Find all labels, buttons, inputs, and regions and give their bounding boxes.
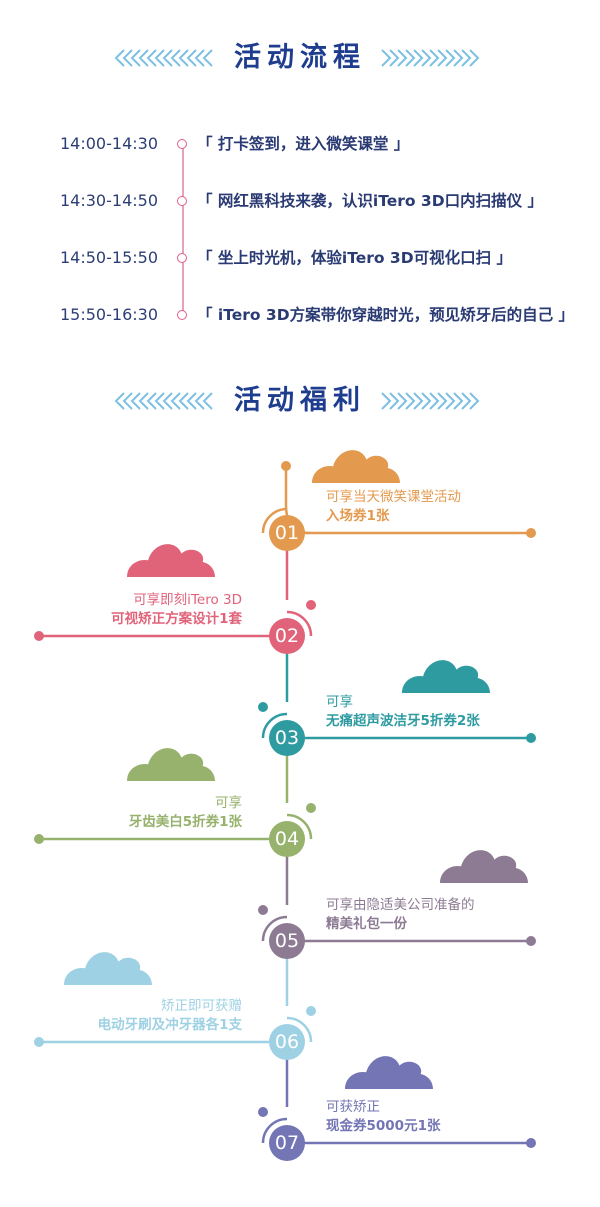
benefit-number-badge: 07 <box>269 1125 305 1161</box>
cloud-decoration <box>127 544 215 577</box>
chevron-left-decoration <box>114 49 213 67</box>
benefit-line-1: 可享由隐适美公司准备的 <box>326 897 475 913</box>
benefit-line-1: 可享 <box>215 795 242 811</box>
schedule-text: 「 坐上时光机，体验iTero 3D可视化口扫 」 <box>197 249 512 267</box>
schedule-time: 14:30-14:50 <box>60 191 158 210</box>
benefit-line-2: 可视矫正方案设计1套 <box>111 611 242 627</box>
cloud-decoration <box>312 450 400 483</box>
benefit-line-1: 可享即刻iTero 3D <box>133 592 242 608</box>
benefit-line-2: 精美礼包一份 <box>326 916 407 932</box>
connector-dot <box>306 803 316 813</box>
benefit-number-badge: 06 <box>269 1024 305 1060</box>
cloud-decoration <box>402 660 490 693</box>
arm-end-dot <box>526 528 536 538</box>
connector-dot <box>258 905 268 915</box>
schedule-text: 「 打卡签到，进入微笑课堂 」 <box>197 135 410 153</box>
connector-dot <box>258 1107 268 1117</box>
benefit-line-2: 入场券1张 <box>326 508 390 524</box>
schedule-time: 14:50-15:50 <box>60 248 158 267</box>
schedule-text: 「 iTero 3D方案带你穿越时光，预见矫牙后的自己 」 <box>197 306 574 324</box>
chevron-right-decoration <box>381 49 480 67</box>
benefit-line-1: 可享 <box>326 694 353 710</box>
connector-dot <box>306 600 316 610</box>
connector-dot <box>258 702 268 712</box>
cloud-decoration <box>64 952 152 985</box>
benefit-number-badge: 02 <box>269 618 305 654</box>
benefit-line-2: 牙齿美白5折券1张 <box>128 814 242 830</box>
chevron-right-decoration <box>381 392 480 410</box>
benefit-number-badge: 04 <box>269 821 305 857</box>
schedule-time: 14:00-14:30 <box>60 134 158 153</box>
benefit-line-2: 无痛超声波洁牙5折券2张 <box>326 713 480 729</box>
benefit-line-1: 矫正即可获赠 <box>161 998 242 1014</box>
benefit-line-1: 可获矫正 <box>326 1099 380 1115</box>
benefit-line-1: 可享当天微笑课堂活动 <box>326 489 461 505</box>
benefit-line-2: 现金券5000元1张 <box>326 1118 441 1134</box>
benefit-number-badge: 03 <box>269 720 305 756</box>
arm-end-dot <box>526 1138 536 1148</box>
circle-arc <box>286 813 313 840</box>
benefits-title: 活动福利 <box>234 385 366 416</box>
timeline-dot <box>177 310 187 320</box>
arm-end-dot <box>34 631 44 641</box>
timeline-dot <box>177 196 187 206</box>
circle-arc <box>261 507 288 534</box>
schedule-timeline-line <box>182 142 184 315</box>
schedule-text: 「 网红黑科技来袭，认识iTero 3D口内扫描仪 」 <box>197 192 543 210</box>
circle-arc <box>261 1117 288 1144</box>
connector-dot <box>306 1006 316 1016</box>
chevron-left-decoration <box>114 392 213 410</box>
benefit-text: 可享当天微笑课堂活动入场券1张 <box>326 488 461 526</box>
benefit-text: 可享无痛超声波洁牙5折券2张 <box>326 693 480 731</box>
benefit-text: 可享即刻iTero 3D 可视矫正方案设计1套 <box>111 591 242 629</box>
arm-end-dot <box>526 936 536 946</box>
cloud-decoration <box>440 850 528 883</box>
benefit-text: 矫正即可获赠电动牙刷及冲牙器各1支 <box>98 997 242 1035</box>
benefit-number-badge: 01 <box>269 515 305 551</box>
benefits-timeline <box>34 450 536 1148</box>
schedule-title: 活动流程 <box>234 42 366 73</box>
benefit-text: 可享牙齿美白5折券1张 <box>129 794 242 832</box>
arm-end-dot <box>34 1037 44 1047</box>
timeline-dot <box>177 139 187 149</box>
benefit-number-badge: 05 <box>269 923 305 959</box>
arm-end-dot <box>526 733 536 743</box>
circle-arc <box>286 1016 313 1043</box>
schedule-time: 15:50-16:30 <box>60 305 158 324</box>
circle-arc <box>261 915 288 942</box>
circle-arc <box>261 712 288 739</box>
cloud-decoration <box>345 1056 433 1089</box>
benefit-line-2: 电动牙刷及冲牙器各1支 <box>97 1017 242 1033</box>
timeline-dot <box>177 253 187 263</box>
circle-arc <box>286 610 313 637</box>
benefit-text: 可获矫正现金券5000元1张 <box>326 1098 440 1136</box>
benefits-header: 活动福利 <box>0 381 600 421</box>
cloud-decoration <box>127 748 215 781</box>
schedule-header: 活动流程 <box>0 38 600 78</box>
arm-end-dot <box>34 834 44 844</box>
benefit-text: 可享由隐适美公司准备的精美礼包一份 <box>326 896 475 934</box>
